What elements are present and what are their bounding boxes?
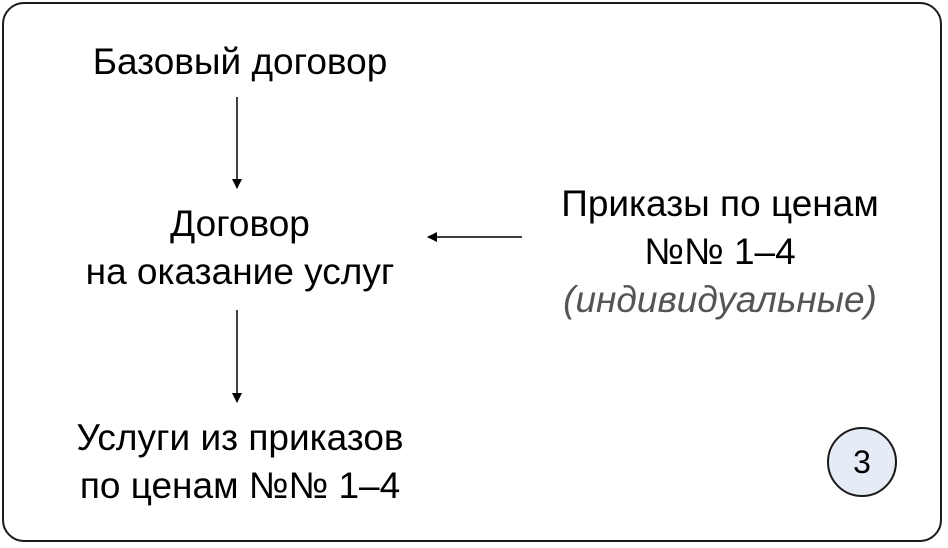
node-price-orders: Приказы по ценам №№ 1–4 (индивидуальные) [520, 180, 920, 324]
node-services: Услуги из приказов по ценам №№ 1–4 [20, 414, 460, 510]
diagram-frame [2, 2, 942, 542]
slide-number-badge: 3 [827, 427, 897, 497]
node-price-orders-note: (индивидуальные) [563, 279, 877, 320]
node-services-line1: Услуги из приказов [76, 417, 404, 458]
node-price-orders-line2: №№ 1–4 [644, 231, 796, 272]
node-base-contract-label: Базовый договор [92, 41, 388, 82]
node-services-line2: по ценам №№ 1–4 [79, 465, 401, 506]
node-service-contract-line1: Договор [170, 203, 310, 244]
node-price-orders-line1: Приказы по ценам [561, 183, 879, 224]
node-service-contract: Договор на оказание услуг [40, 200, 440, 296]
node-base-contract: Базовый договор [40, 38, 440, 86]
node-service-contract-line2: на оказание услуг [85, 251, 395, 292]
